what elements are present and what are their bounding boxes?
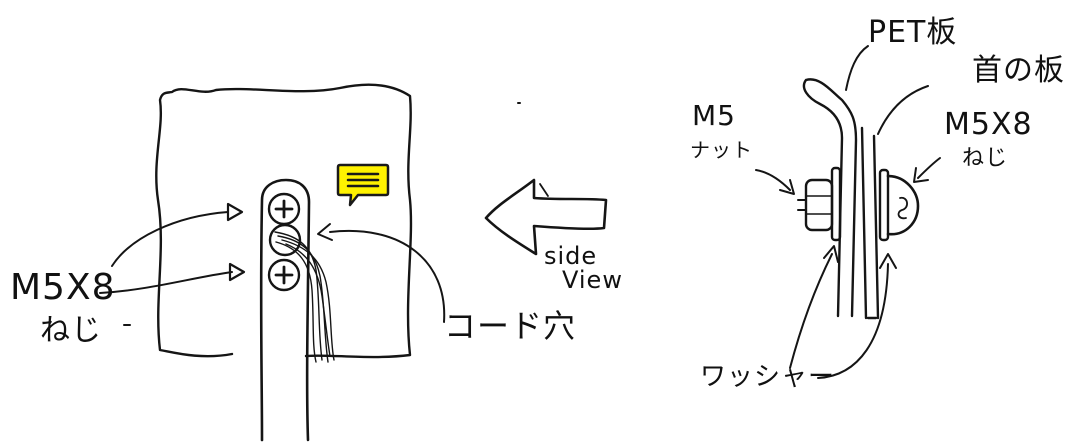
leader-m5x8-right <box>917 157 941 179</box>
label-m5x8-left-line1: M5X8 <box>10 267 116 308</box>
label-washer: ワッシャー <box>700 362 836 392</box>
cord-hole-circle <box>268 223 302 257</box>
side-view-arrow <box>484 178 608 256</box>
arrowhead-washer-2 <box>879 253 897 269</box>
screw-top <box>267 192 301 226</box>
screw-head <box>886 174 920 236</box>
label-cord-hole: コード穴 <box>444 307 577 345</box>
mounting-plate-outline <box>155 83 413 359</box>
hex-nut <box>797 178 834 232</box>
arrowhead-cord-hole <box>317 223 333 241</box>
label-side-view-line2: View <box>562 266 623 294</box>
label-pet-plate: PET板 <box>868 15 958 50</box>
screw-bottom <box>267 258 301 292</box>
label-m5-nut-line1: M5 <box>692 99 736 132</box>
neck-plate-front <box>259 178 311 442</box>
arrowhead-m5-nut <box>779 179 795 195</box>
label-m5x8-left-line2: ねじ <box>40 313 102 348</box>
arrowhead-left-top <box>226 202 244 222</box>
leader-pet <box>845 45 869 91</box>
label-m5x8-right-line1: M5X8 <box>944 107 1033 142</box>
arrowhead-m5x8-right <box>913 167 929 183</box>
leader-left-top <box>111 211 229 267</box>
cord-wires <box>274 231 335 363</box>
washer-right <box>878 168 890 242</box>
label-side-view-line1: side <box>544 242 598 270</box>
arrowhead-left-bottom <box>228 262 246 282</box>
arrowhead-washer-1 <box>823 245 839 263</box>
leader-washer-2 <box>817 263 889 379</box>
leader-m5-nut <box>755 169 791 191</box>
leader-left-bottom <box>99 271 233 294</box>
leader-washer-1 <box>789 253 833 369</box>
leader-neck <box>877 85 929 135</box>
pet-plate-side <box>802 78 858 318</box>
label-neck-plate: 首の板 <box>972 53 1065 88</box>
leader-cord-hole <box>329 229 446 323</box>
label-m5-nut-line2: ナット <box>690 138 753 162</box>
comment-note-icon[interactable] <box>336 161 390 209</box>
label-m5x8-right-line2: ねじ <box>962 146 1009 171</box>
arrow-tick <box>539 183 549 197</box>
neck-plate-side <box>860 126 880 320</box>
